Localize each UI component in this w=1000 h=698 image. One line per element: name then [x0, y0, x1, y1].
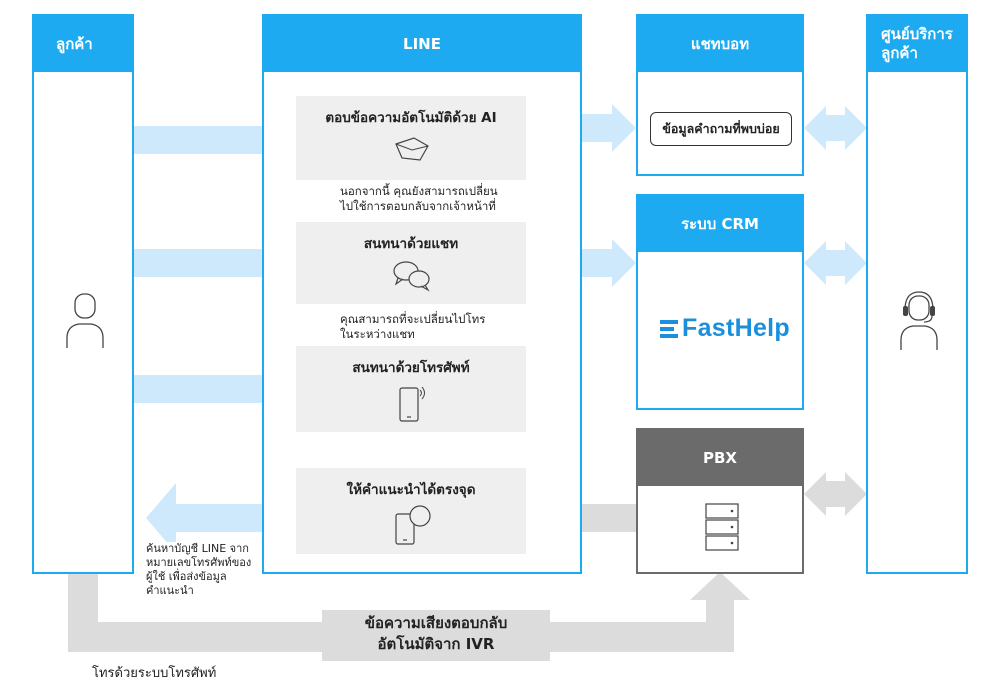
phone-system-label: โทรด้วยระบบโทรศัพท์ [92, 666, 217, 681]
customer-header: ลูกค้า [34, 16, 132, 72]
phone-card: สนทนาด้วยโทรศัพท์ [296, 346, 526, 432]
arrow-customer-to-ai [134, 105, 298, 175]
ivr-label: ข้อความเสียงตอบกลับ อัตโนมัติจาก IVR [322, 610, 550, 661]
arrow-customer-to-phone [134, 354, 298, 424]
faq-label: ข้อมูลคำถามที่พบบ่อย [662, 121, 780, 136]
chat-title: สนทนาด้วยแชท [363, 236, 459, 252]
support-center-column: ศูนย์บริการ ลูกค้า [866, 14, 968, 574]
switch-to-phone-note: คุณสามารถที่จะเปลี่ยนไปโทร ในระหว่างแชท [340, 312, 486, 341]
pinpoint-title: ให้คำแนะนำได้ตรงจุด [346, 482, 476, 498]
arrow-crm-support [804, 241, 867, 285]
customer-column: ลูกค้า [32, 14, 134, 574]
pbx-header: PBX [638, 430, 802, 486]
fasthelp-logo: FastHelp [658, 314, 790, 343]
fasthelp-mark-icon [660, 319, 678, 338]
fasthelp-text: FastHelp [682, 314, 790, 342]
server-icon [705, 503, 739, 551]
support-center-header: ศูนย์บริการ ลูกค้า [868, 16, 966, 72]
ai-reply-card: ตอบข้อความอัตโนมัติด้วย AI [296, 96, 526, 180]
customer-title: ลูกค้า [56, 34, 93, 53]
crm-title: ระบบ CRM [681, 214, 759, 233]
support-center-title: ศูนย์บริการ ลูกค้า [881, 25, 953, 62]
robot-chat-icon [395, 137, 429, 161]
phone-title: สนทนาด้วยโทรศัพท์ [352, 360, 470, 376]
lookup-note: ค้นหาบัญชี LINE จาก หมายเลขโทรศัพท์ของ ผ… [146, 542, 252, 598]
switch-to-staff-note: นอกจากนี้ คุณยังสามารถเปลี่ยน ไปใช้การตอ… [340, 184, 498, 213]
chat-card: สนทนาด้วยแชท [296, 222, 526, 304]
line-header: LINE [264, 16, 580, 72]
arrow-ivr-route [68, 572, 750, 652]
chatbot-column: แชทบอท ข้อมูลคำถามที่พบบ่อย [636, 14, 804, 176]
ai-reply-title: ตอบข้อความอัตโนมัติด้วย AI [325, 110, 497, 126]
chatbot-header: แชทบอท [638, 16, 802, 72]
pbx-title: PBX [703, 448, 737, 467]
pinpoint-card: ให้คำแนะนำได้ตรงจุด [296, 468, 526, 554]
headset-agent-icon [900, 291, 938, 350]
arrow-pbx-support [804, 472, 867, 516]
user-icon [66, 293, 104, 348]
arrow-customer-to-chat [134, 228, 298, 298]
phone-message-icon [395, 505, 431, 545]
arrow-chatbot-support [804, 106, 867, 150]
pbx-column: PBX [636, 428, 804, 574]
chat-bubbles-icon [393, 261, 430, 292]
chatbot-title: แชทบอท [690, 34, 750, 53]
crm-column: ระบบ CRM FastHelp [636, 194, 804, 410]
smartphone-icon [399, 386, 425, 422]
crm-header: ระบบ CRM [638, 196, 802, 252]
line-title: LINE [403, 34, 441, 53]
faq-button[interactable]: ข้อมูลคำถามที่พบบ่อย [650, 112, 792, 146]
arrow-line-to-customer [146, 483, 296, 553]
